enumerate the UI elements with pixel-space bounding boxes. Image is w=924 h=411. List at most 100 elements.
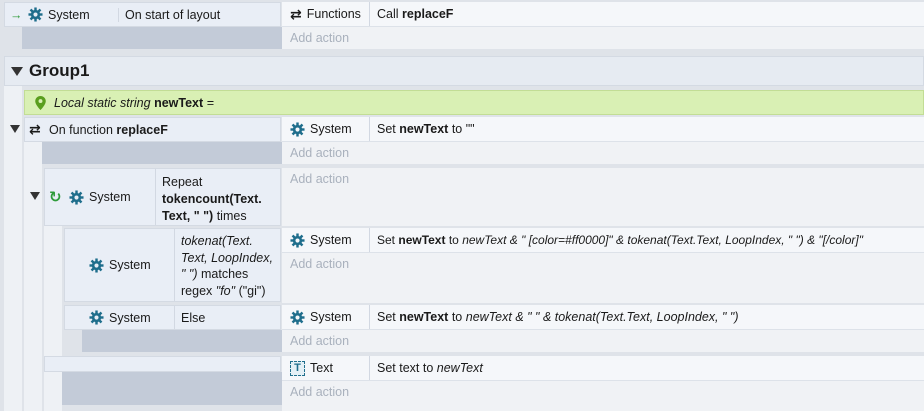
- repeat-line-1: Repeat: [162, 175, 203, 189]
- object-name: System: [109, 310, 151, 325]
- match-regex: "fo": [215, 283, 236, 298]
- action-empty-area: [282, 403, 924, 411]
- local-variable[interactable]: Local static string newText =: [24, 90, 924, 115]
- condition-filler: [62, 372, 282, 405]
- else-label: Else: [181, 310, 206, 325]
- add-action-button[interactable]: Add action: [282, 330, 924, 352]
- action-prefix: Call: [377, 7, 399, 21]
- repeat-line-2: tokencount(Text.: [162, 192, 262, 206]
- repeat-rail: [44, 226, 62, 411]
- match-matches: matches: [201, 267, 249, 281]
- collapse-triangle-icon[interactable]: [10, 125, 20, 133]
- action-set-text[interactable]: T Text Set text to newText: [282, 356, 924, 381]
- collapse-triangle-icon[interactable]: [30, 192, 40, 200]
- event-start: → System On start of layout ⇄ Functions …: [0, 0, 924, 50]
- function-condition[interactable]: ⇄ On function replaceF: [24, 117, 281, 142]
- location-pin-icon: [35, 95, 46, 110]
- action-set-newtext-plain[interactable]: System Set newText to newText & " " & to…: [282, 305, 924, 330]
- event-start-condition[interactable]: → System On start of layout: [4, 2, 281, 27]
- condition-filler: [82, 330, 282, 352]
- action-object-name: System: [310, 233, 352, 247]
- match-condition[interactable]: System tokenat(Text. Text, LoopIndex, " …: [64, 228, 281, 302]
- condition-filler: [42, 142, 282, 164]
- action-object: System: [282, 117, 370, 141]
- match-text: tokenat(Text. Text, LoopIndex, " ") matc…: [181, 233, 273, 299]
- empty-condition[interactable]: [44, 356, 281, 372]
- action-text: Set text to newText: [370, 361, 483, 375]
- action-text: Set newText to newText & " " & tokenat(T…: [370, 310, 739, 324]
- condition-text: On start of layout: [118, 7, 220, 22]
- action-prefix: Set: [377, 310, 396, 324]
- action-object-name: Text: [310, 361, 333, 375]
- gear-icon: [69, 189, 84, 205]
- action-suffix: to "": [451, 122, 475, 136]
- else-condition[interactable]: System Else: [64, 305, 281, 330]
- function-name: replaceF: [116, 122, 168, 137]
- repeat-text: Repeat tokencount(Text. Text, " ") times: [162, 174, 262, 225]
- gear-icon: [28, 7, 43, 22]
- action-call-function[interactable]: ⇄ Functions Call replaceF: [282, 2, 924, 27]
- functions-icon: ⇄: [290, 5, 302, 22]
- action-text: Set newText to "": [370, 122, 475, 136]
- action-object-name: System: [310, 122, 352, 136]
- action-object-name: System: [310, 310, 352, 324]
- loop-icon: ↻: [49, 189, 62, 206]
- repeat-times: times: [216, 209, 247, 223]
- group-header[interactable]: Group1: [4, 56, 924, 86]
- gear-icon: [290, 232, 305, 248]
- variable-equals: =: [206, 95, 214, 110]
- action-text: Set newText to newText & " [color=#ff000…: [370, 233, 863, 247]
- add-action-button[interactable]: Add action: [282, 168, 924, 190]
- collapse-triangle-icon[interactable]: [11, 66, 23, 76]
- action-prefix: Set: [377, 122, 396, 136]
- add-action-button[interactable]: Add action: [282, 381, 924, 403]
- action-prefix: Set text to: [377, 361, 434, 375]
- group-title: Group1: [29, 61, 90, 80]
- action-to: to: [451, 310, 463, 324]
- match-regex-label: regex: [181, 283, 213, 298]
- action-expression: newText: [436, 361, 483, 375]
- action-object: System: [282, 305, 370, 329]
- action-set-newtext-empty[interactable]: System Set newText to "": [282, 117, 924, 142]
- add-action-button[interactable]: Add action: [282, 142, 924, 164]
- action-object: ⇄ Functions: [282, 2, 370, 26]
- action-prefix: Set: [377, 233, 396, 247]
- gear-icon: [89, 310, 104, 325]
- gear-icon: [290, 309, 305, 325]
- action-empty-area: [282, 190, 924, 226]
- action-object: T Text: [282, 356, 370, 380]
- object-name: System: [89, 190, 131, 204]
- action-variable: newText: [398, 233, 446, 247]
- system-object: System: [28, 7, 118, 22]
- object-name: System: [48, 7, 90, 22]
- match-line-2: Text, LoopIndex,: [181, 250, 273, 265]
- match-flags: ("gi"): [238, 283, 266, 298]
- add-action-button[interactable]: Add action: [282, 27, 924, 49]
- repeat-condition[interactable]: ↻ System Repeat tokencount(Text. Text, "…: [44, 168, 281, 226]
- function-rail: [24, 142, 42, 411]
- variable-name: newText: [154, 95, 204, 110]
- action-empty-area: [282, 275, 924, 303]
- match-line-3: " "): [181, 267, 198, 281]
- action-text: Call replaceF: [370, 7, 453, 21]
- gear-icon: [89, 257, 104, 273]
- text-object-icon: T: [290, 360, 305, 376]
- function-label: On function replaceF: [49, 123, 168, 137]
- add-action-button[interactable]: Add action: [282, 253, 924, 275]
- gear-icon: [290, 121, 305, 137]
- group-rail: [4, 86, 22, 411]
- variable-type: Local static string: [54, 95, 151, 110]
- action-set-newtext-colored[interactable]: System Set newText to newText & " [color…: [282, 228, 924, 253]
- action-object: System: [282, 228, 370, 252]
- trigger-arrow-icon: →: [10, 7, 23, 22]
- repeat-line-3: Text, " "): [162, 209, 214, 223]
- action-function-name: replaceF: [402, 7, 454, 21]
- repeat-object: ↻ System: [45, 169, 156, 225]
- match-object: System: [65, 229, 175, 301]
- function-prefix: On function: [49, 122, 113, 137]
- functions-icon: ⇄: [29, 121, 41, 137]
- action-object-name: Functions: [306, 7, 361, 21]
- condition-filler: [22, 27, 282, 49]
- else-object: System: [65, 306, 175, 329]
- action-to: to: [448, 233, 459, 247]
